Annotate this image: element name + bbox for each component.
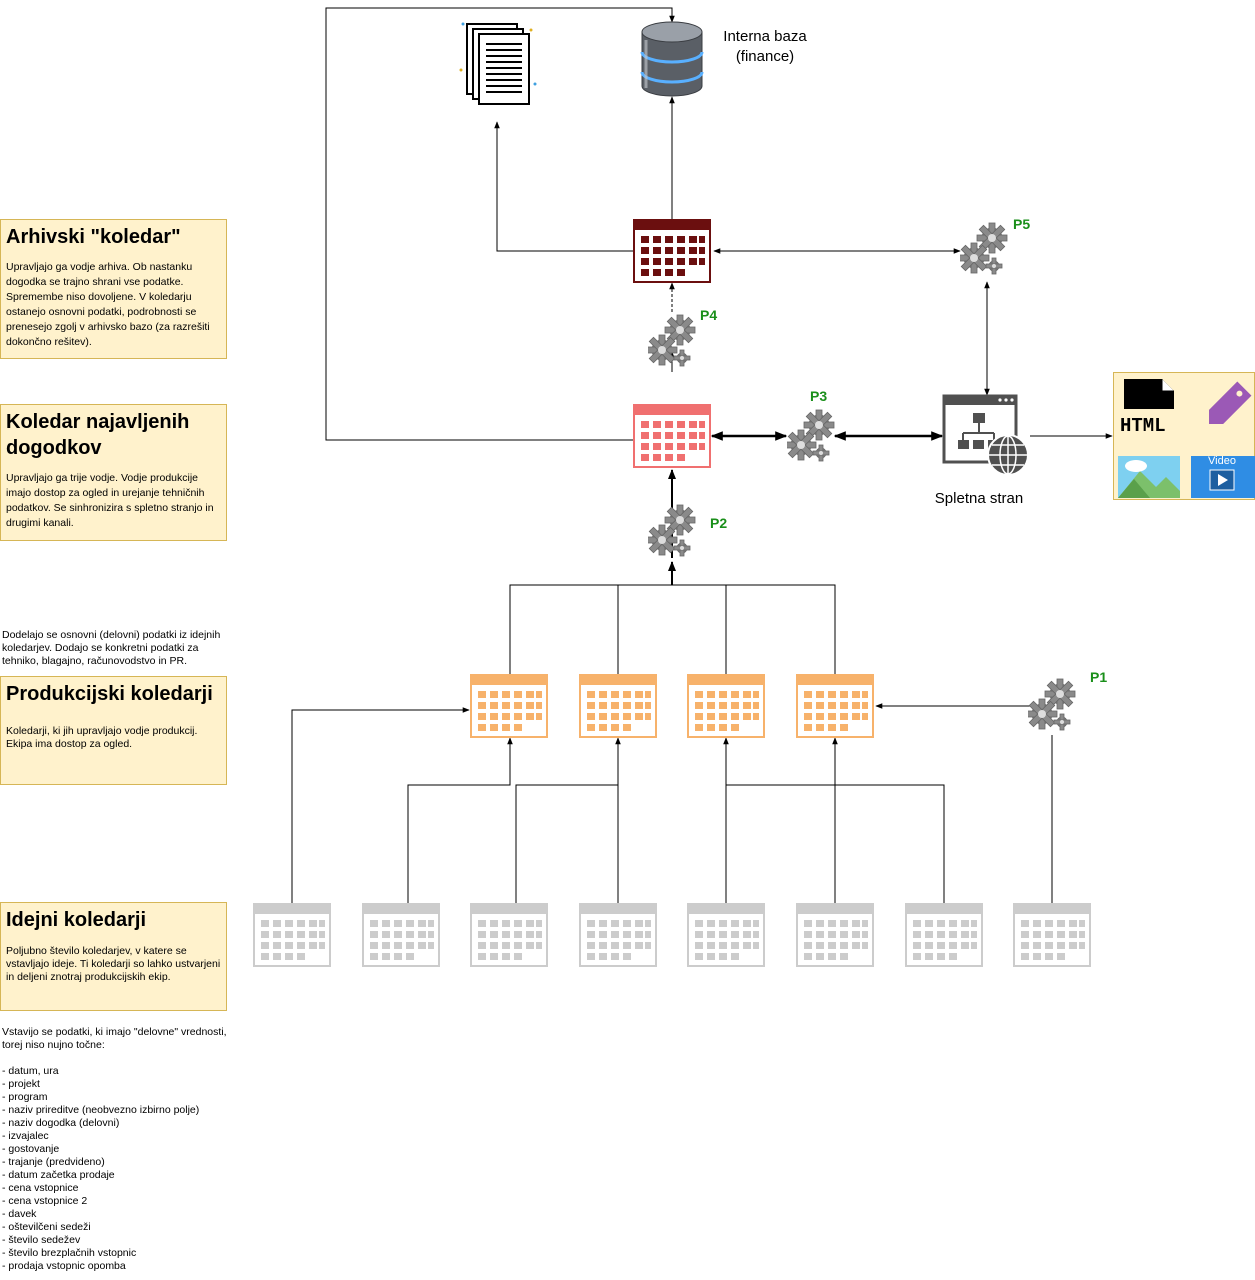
html-label: HTML — [1120, 415, 1166, 437]
field-item: - datum začetka prodaje — [2, 1169, 115, 1181]
edge-idea7-to-production3 — [726, 784, 945, 903]
archive-calendar-description: Upravljajo ga vodje arhiva. Ob nastanku … — [6, 261, 210, 348]
idea-calendar-7[interactable] — [905, 903, 983, 967]
database-icon — [640, 21, 704, 97]
idea-calendars-description: Poljubno število koledarjev, v katere se… — [6, 945, 221, 983]
documents-icon — [459, 22, 537, 105]
field-item: - število sedežev — [2, 1234, 81, 1246]
media-icons — [1118, 379, 1255, 498]
video-icon — [1191, 456, 1255, 498]
archive-calendar[interactable] — [633, 219, 711, 283]
field-item: - gostovanje — [2, 1143, 60, 1155]
website-icon — [942, 394, 1029, 476]
field-item: - cena vstopnice — [2, 1182, 79, 1194]
edge-announced-to-database — [325, 7, 675, 441]
p2-label: P2 — [710, 515, 728, 531]
fields-list: - datum, ura - projekt - program - naziv… — [2, 1065, 232, 1273]
production-calendar-2[interactable] — [579, 674, 657, 738]
p1-gear-icon — [1028, 678, 1076, 731]
database-label: Interna baza (finance) — [723, 28, 807, 65]
announced-calendar-description: Upravljajo ga trije vodje. Vodje produkc… — [6, 472, 214, 529]
archive-calendar-title: Arhivski "koledar" — [6, 226, 181, 248]
production-calendars-note: Produkcijski koledarji Koledarji, ki jih… — [0, 676, 227, 785]
p3-label: P3 — [810, 388, 828, 404]
field-item: - naziv dogodka (delovni) — [2, 1117, 120, 1129]
field-item: - število brezplačnih vstopnic — [2, 1247, 137, 1259]
field-item: - davek — [2, 1208, 37, 1220]
fields-block: Vstavijo se podatki, ki imajo "delovne" … — [2, 1026, 232, 1273]
image-icon — [1118, 456, 1180, 498]
edge-idea3-to-production2 — [515, 738, 619, 903]
edge-idea2-to-production1 — [407, 737, 513, 903]
announced-calendar-note: Koledar najavljenih dogodkov Upravljajo … — [0, 404, 227, 541]
idea-calendar-4[interactable] — [579, 903, 657, 967]
production-intro-text: Dodelajo se osnovni (delovni) podatki iz… — [2, 629, 221, 667]
production-calendars-title: Produkcijski koledarji — [6, 683, 213, 705]
p4-gear-icon — [648, 314, 696, 367]
edge-archive-to-documents — [494, 121, 633, 252]
production-calendar-1[interactable] — [470, 674, 548, 738]
archive-calendar-note: Arhivski "koledar" Upravljajo ga vodje a… — [0, 219, 227, 359]
video-label: Video — [1208, 455, 1236, 467]
p3-gear-icon — [787, 409, 835, 462]
p5-gear-icon — [960, 222, 1008, 275]
field-item: - datum, ura — [2, 1065, 59, 1077]
p5-label: P5 — [1013, 216, 1031, 232]
field-item: - program — [2, 1091, 48, 1103]
announced-events-calendar[interactable] — [633, 404, 711, 468]
field-item: - prodaja vstopnic opomba — [2, 1260, 126, 1272]
production-calendars-description: Koledarji, ki jih upravljajo vodje produ… — [6, 725, 198, 750]
field-item: - naziv prireditve (neobvezno izbirno po… — [2, 1104, 200, 1116]
idea-calendars-title: Idejni koledarji — [6, 909, 147, 931]
p2-gear-icon — [648, 504, 696, 557]
idea-calendar-6[interactable] — [796, 903, 874, 967]
edge-idea1-to-production1 — [291, 707, 470, 903]
idea-calendar-1[interactable] — [253, 903, 331, 967]
field-item: - cena vstopnice 2 — [2, 1195, 88, 1207]
idea-calendars-note: Idejni koledarji Poljubno število koleda… — [0, 902, 227, 1011]
connectors — [291, 7, 1113, 903]
html-file-icon — [1124, 379, 1174, 409]
tag-icon — [1209, 381, 1252, 424]
idea-calendar-8[interactable] — [1013, 903, 1091, 967]
fields-intro-text: Vstavijo se podatki, ki imajo "delovne" … — [2, 1026, 227, 1051]
p1-label: P1 — [1090, 669, 1108, 685]
idea-calendar-2[interactable] — [362, 903, 440, 967]
production-calendar-4[interactable] — [796, 674, 874, 738]
idea-calendar-5[interactable] — [687, 903, 765, 967]
media-channels-box: HTML Video — [1113, 372, 1255, 500]
p4-label: P4 — [700, 307, 718, 323]
field-item: - projekt — [2, 1078, 40, 1090]
production-calendar-3[interactable] — [687, 674, 765, 738]
idea-calendar-3[interactable] — [470, 903, 548, 967]
announced-calendar-title: Koledar najavljenih dogodkov — [6, 411, 190, 459]
field-item: - oštevilčeni sedeži — [2, 1221, 91, 1233]
field-item: - izvajalec — [2, 1130, 49, 1142]
field-item: - trajanje (predvideno) — [2, 1156, 105, 1168]
edge-production-bus — [509, 584, 836, 674]
website-label: Spletna stran — [934, 490, 1024, 507]
